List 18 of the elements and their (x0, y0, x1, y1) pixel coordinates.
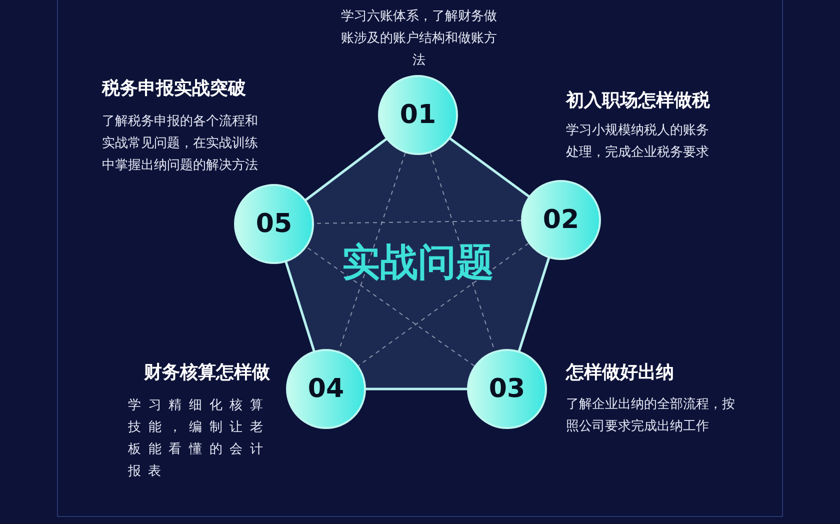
description-text: 了解企业出纳的全部流程，按照公司要求完成出纳工作 (566, 396, 736, 436)
section-heading: 怎样做好出纳 (566, 361, 674, 384)
description-text: 学习六账体系，了解财务做账涉及的账户结构和做账方法 (340, 8, 498, 70)
center-title: 实战问题 (341, 239, 495, 286)
section-heading: 财务核算怎样做 (142, 361, 270, 384)
step-number: 02 (542, 205, 580, 235)
step-number: 04 (308, 374, 344, 404)
step-number: 05 (256, 209, 292, 239)
description-text: 了解税务申报的各个流程和实战常见问题，在实战训练中掌握出纳问题的解决方法 (102, 113, 259, 175)
step-number: 01 (400, 100, 436, 130)
description-text: 学习精细化核算技能，编制让老板能看懂的会计报表 (128, 397, 270, 481)
dashed-line (338, 152, 406, 352)
dashed-line (306, 246, 475, 366)
description-text: 学习小规模纳税人的账务处理，完成企业税务要求 (566, 122, 710, 162)
section-heading: 初入职场怎样做税 (566, 89, 710, 112)
step-number: 03 (488, 374, 526, 404)
dashed-line (358, 242, 530, 366)
section-heading: 税务申报实战突破 (102, 77, 246, 100)
